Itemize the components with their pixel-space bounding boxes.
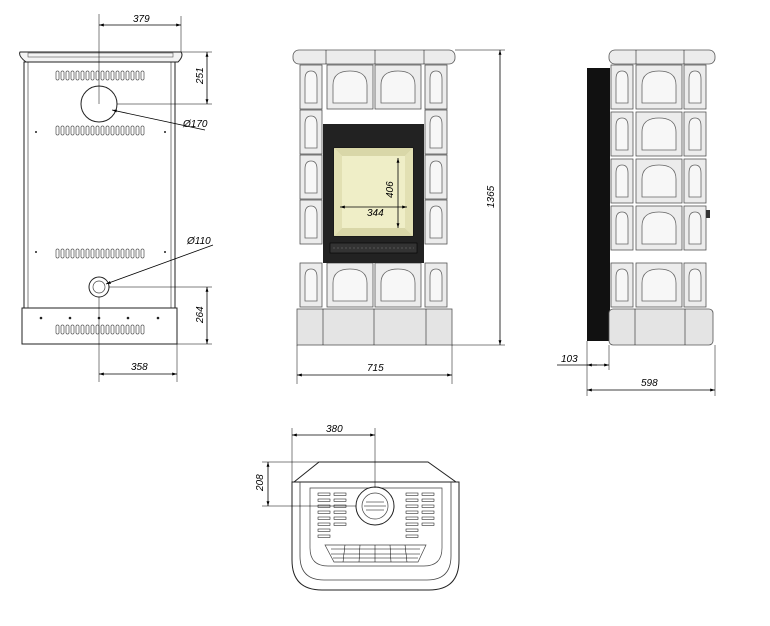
dim-front-glass-height: 406 (385, 181, 396, 198)
plan-grille (317, 492, 435, 563)
dim-rear-upper-height: 251 (195, 67, 206, 85)
dim-front-glass-width: 344 (367, 208, 384, 219)
dim-rear-bottom-width: 358 (131, 362, 148, 373)
dim-rear-small-flue: Ø110 (186, 236, 211, 247)
dim-plan-offset-y: 208 (255, 474, 266, 492)
dim-side-offset: 103 (561, 354, 578, 365)
dim-front-total-height: 1365 (486, 185, 497, 208)
front-view: 406 344 1365 715 (292, 49, 505, 384)
dim-rear-large-flue: Ø170 (182, 119, 208, 130)
dim-plan-offset-x: 380 (326, 424, 343, 435)
dim-front-total-width: 715 (367, 363, 384, 374)
firebox-glass (333, 147, 414, 237)
dim-side-depth: 598 (641, 378, 658, 389)
rear-view: 379 251 Ø170 Ø110 264 358 (19, 14, 214, 382)
side-view: 103 598 (557, 49, 716, 396)
dim-rear-lower-height: 264 (195, 306, 206, 324)
dim-rear-top-width: 379 (133, 14, 150, 25)
plan-view: 380 208 (255, 424, 460, 591)
side-panel (587, 68, 610, 341)
side-tiles (610, 64, 707, 308)
rear-small-flue-opening (88, 276, 110, 298)
